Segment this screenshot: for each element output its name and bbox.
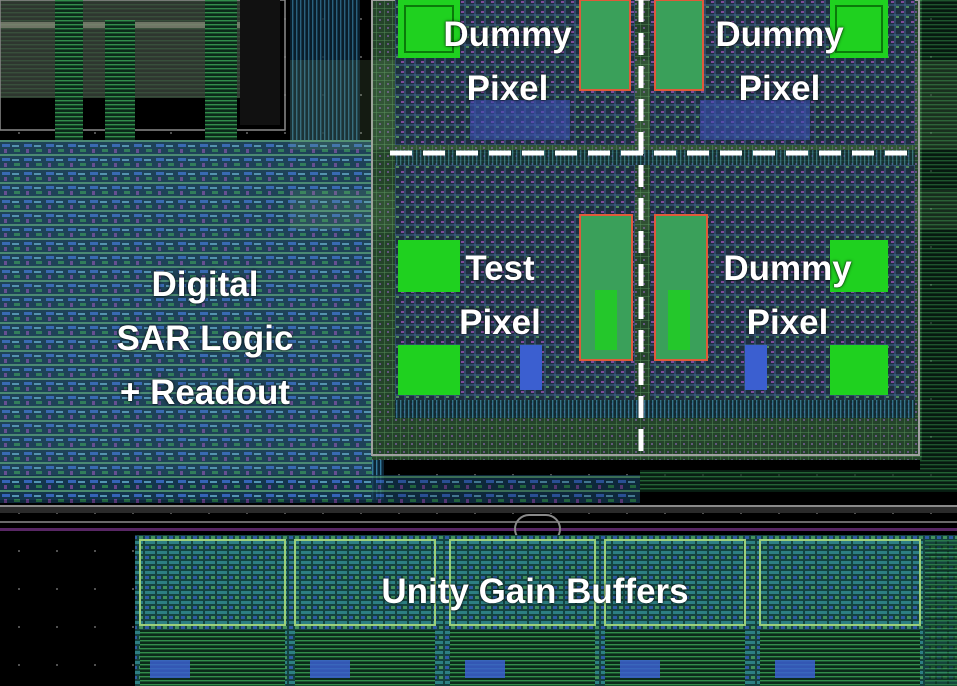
label-unity-gain-buffers: Unity Gain Buffers bbox=[330, 565, 740, 619]
label-line: Digital bbox=[151, 265, 259, 304]
label-line: Pixel bbox=[746, 303, 829, 342]
label-line: Test bbox=[465, 249, 535, 288]
label-test-pixel: Test Pixel bbox=[430, 242, 570, 350]
label-line: Pixel bbox=[738, 69, 821, 108]
label-line: Pixel bbox=[466, 69, 549, 108]
label-line: SAR Logic bbox=[116, 319, 294, 358]
label-line: Dummy bbox=[443, 15, 572, 54]
label-line: Dummy bbox=[723, 249, 852, 288]
label-dummy-pixel-bottom-right: Dummy Pixel bbox=[700, 242, 875, 350]
label-dummy-pixel-top-left: Dummy Pixel bbox=[420, 8, 595, 116]
label-line: + Readout bbox=[119, 373, 291, 412]
label-dummy-pixel-top-right: Dummy Pixel bbox=[692, 8, 867, 116]
label-line: Dummy bbox=[715, 15, 844, 54]
label-line: Pixel bbox=[459, 303, 541, 342]
label-digital-sar-logic: Digital SAR Logic + Readout bbox=[80, 258, 330, 420]
label-line: Unity Gain Buffers bbox=[381, 572, 689, 611]
